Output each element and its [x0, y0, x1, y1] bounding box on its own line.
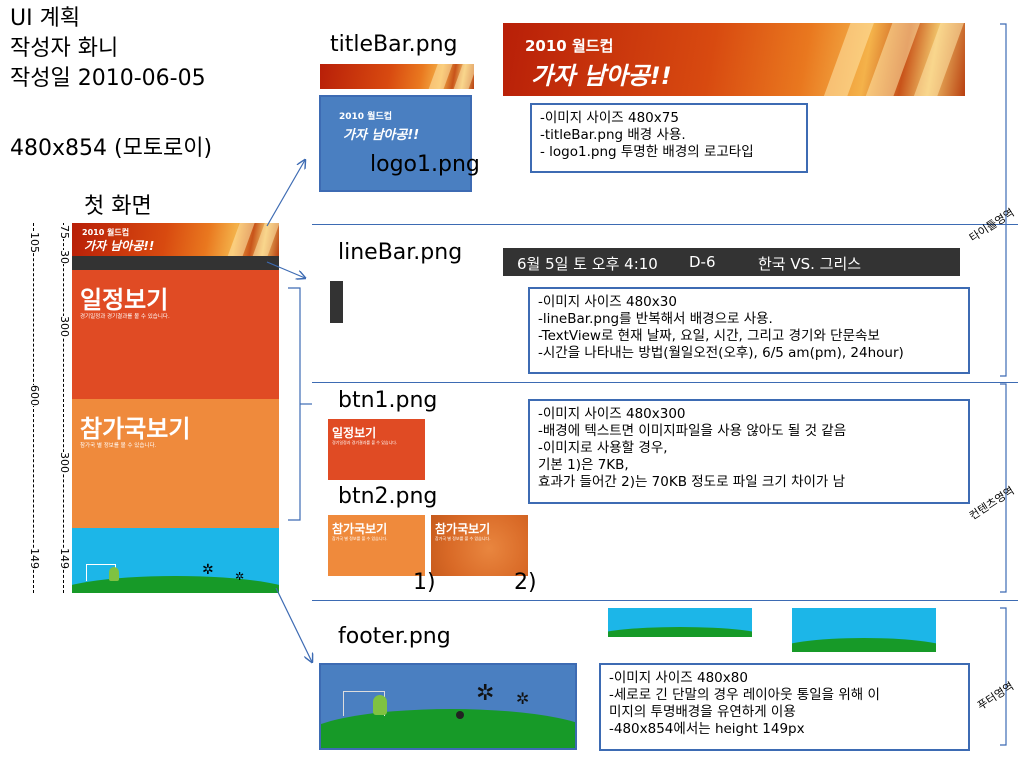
note-line: -이미지 사이즈 480x300: [538, 406, 686, 422]
btn2-effect-thumb: 참가국보기 참가국 별 정보를 볼 수 있습니다.: [431, 515, 528, 576]
linebar-preview: 6월 5일 토 오후 4:10 D-6 한국 VS. 그리스: [503, 248, 960, 276]
btn1-thumb-sub: 경기일정과 경기결과를 볼 수 있습니다.: [332, 440, 398, 445]
linebar-thumb: [330, 281, 343, 323]
phone-banner-big: 가자 남아공!!: [84, 239, 155, 253]
phone-line-bar: [72, 256, 279, 270]
player-icon: ✲: [476, 681, 495, 706]
section-divider: [312, 600, 1018, 601]
android-icon: [373, 695, 387, 715]
note-line: -480x854에서는 height 149px: [609, 721, 805, 737]
btn1-thumb: 일정보기 경기일정과 경기결과를 볼 수 있습니다.: [328, 419, 425, 480]
linebar-label: lineBar.png: [338, 240, 463, 265]
preview-small-text: 2010 월드컵: [525, 37, 614, 55]
note-line: -이미지로 사용할 경우,: [538, 440, 668, 456]
ruler-line: [63, 223, 65, 593]
btn1-thumb-title: 일정보기: [332, 426, 377, 440]
ruler-105: 105: [28, 232, 41, 253]
titlebar-label: titleBar.png: [330, 32, 458, 57]
note-line: -이미지 사이즈 480x75: [540, 110, 679, 126]
ruler-149: 149: [58, 548, 71, 569]
phone-mockup: 2010 월드컵 가자 남아공!! 일정보기 경기일정과 경기결과를 볼 수 있…: [72, 223, 279, 593]
ruler-30: 30: [58, 250, 71, 264]
btn2-basic-sub: 참가국 별 정보를 볼 수 있습니다.: [332, 536, 388, 541]
phone-countries-label: 참가국보기: [80, 415, 191, 443]
ball-icon: [456, 711, 464, 719]
ruler-149: 149: [28, 548, 41, 569]
note-line: -titleBar.png 배경 사용.: [540, 127, 686, 143]
note-line: - logo1.png 투명한 배경의 로고타입: [540, 144, 754, 160]
resolution-line: 480x854 (모토로이): [10, 136, 213, 161]
titlebar-thumb: [320, 64, 474, 89]
footer-preview-1: [608, 608, 752, 637]
logo1-box: 2010 월드컵 가자 남아공!!: [319, 95, 472, 192]
preview-big-text: 가자 남아공!!: [531, 62, 672, 90]
phone-countries-button[interactable]: 참가국보기 참가국 별 정보를 볼 수 있습니다.: [72, 399, 279, 528]
line-note-box: -이미지 사이즈 480x30 -lineBar.png를 반복해서 배경으로 …: [528, 287, 970, 374]
note-line: -lineBar.png를 반복해서 배경으로 사용.: [538, 311, 773, 327]
note-line: 효과가 들어간 2)는 70KB 정도로 파일 크기 차이가 남: [538, 474, 846, 490]
logo-big-text: 가자 남아공!!: [343, 128, 420, 143]
footer-note-box: -이미지 사이즈 480x80 -세로로 긴 단말의 경우 레이아웃 통일을 위…: [599, 663, 970, 751]
variant-2-label: 2): [514, 570, 537, 595]
note-line: 미지의 투명배경을 유연하게 이용: [609, 704, 796, 720]
ruler-300-bottom: 300: [58, 452, 71, 473]
btn2-label: btn2.png: [338, 484, 438, 509]
logo-small-text: 2010 월드컵: [339, 112, 393, 122]
logo1-label: logo1.png: [370, 152, 480, 177]
ruler-300-top: 300: [58, 316, 71, 337]
player-icon: ✲: [516, 689, 530, 708]
phone-schedule-sub: 경기일정과 경기결과를 볼 수 있습니다.: [80, 314, 170, 320]
btn-note-box: -이미지 사이즈 480x300 -배경에 텍스트면 이미지파일을 사용 않아도…: [528, 399, 970, 504]
doc-title: UI 계획: [10, 6, 81, 31]
note-line: -세로로 긴 단말의 경우 레이아웃 통일을 위해 이: [609, 687, 880, 703]
author-line: 작성자 화니: [10, 36, 119, 61]
note-line: -배경에 텍스트면 이미지파일을 사용 않아도 될 것 같음: [538, 423, 847, 439]
phone-schedule-label: 일정보기: [80, 286, 169, 314]
btn1-label: btn1.png: [338, 388, 438, 413]
btn2-effect-sub: 참가국 별 정보를 볼 수 있습니다.: [435, 536, 491, 541]
titlebar-preview: 2010 월드컵 가자 남아공!!: [503, 23, 965, 96]
note-line: -이미지 사이즈 480x30: [538, 294, 677, 310]
player-icon: ✲: [202, 562, 214, 578]
footer-preview-2: [792, 608, 936, 652]
linebar-dday: D-6: [689, 253, 716, 271]
android-icon: [109, 567, 119, 581]
btn2-basic-title: 참가국보기: [332, 522, 388, 536]
phone-title-bar: 2010 월드컵 가자 남아공!!: [72, 223, 279, 256]
variant-1-label: 1): [413, 570, 436, 595]
ruler-75: 75: [58, 225, 71, 239]
section-divider: [312, 224, 1018, 225]
phone-schedule-button[interactable]: 일정보기 경기일정과 경기결과를 볼 수 있습니다.: [72, 270, 279, 399]
title-note-box: -이미지 사이즈 480x75 -titleBar.png 배경 사용. - l…: [530, 103, 808, 173]
footer-label: footer.png: [338, 624, 451, 649]
btn2-effect-title: 참가국보기: [435, 522, 491, 536]
first-screen-title: 첫 화면: [84, 194, 152, 219]
linebar-date: 6월 5일 토 오후 4:10: [517, 255, 658, 273]
player-icon: ✲: [235, 570, 245, 583]
ruler-600: 600: [28, 385, 41, 406]
phone-footer: ✲ ✲: [72, 528, 279, 593]
date-line: 작성일 2010-06-05: [10, 66, 206, 91]
footer-thumb: ✲ ✲: [319, 663, 577, 750]
phone-countries-sub: 참가국 별 정보를 볼 수 있습니다.: [80, 443, 157, 449]
btn2-basic-thumb: 참가국보기 참가국 별 정보를 볼 수 있습니다.: [328, 515, 425, 576]
linebar-match: 한국 VS. 그리스: [758, 255, 862, 273]
note-line: -시간을 나타내는 방법(월일오전(오후), 6/5 am(pm), 24hou…: [538, 345, 904, 361]
section-divider: [312, 382, 1018, 383]
note-line: -이미지 사이즈 480x80: [609, 670, 748, 686]
ruler-line: [33, 223, 35, 593]
note-line: 기본 1)은 7KB,: [538, 457, 629, 473]
phone-banner-small: 2010 월드컵: [82, 228, 130, 237]
note-line: -TextView로 현재 날짜, 요일, 시간, 그리고 경기와 단문속보: [538, 328, 880, 344]
